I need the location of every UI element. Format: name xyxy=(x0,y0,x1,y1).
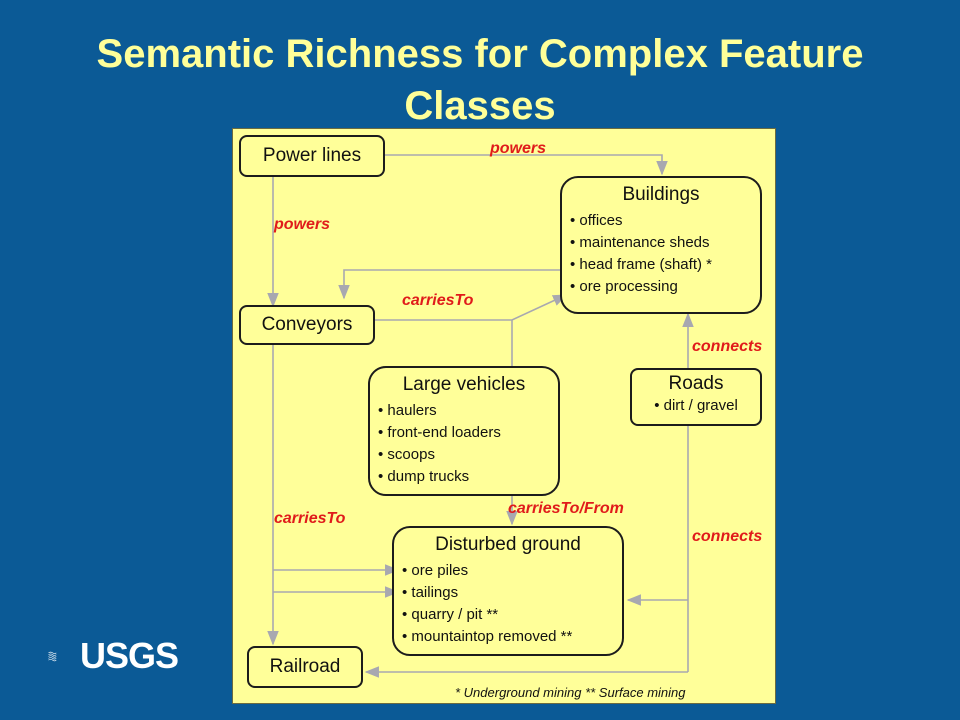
node-buildings-label: Buildings xyxy=(622,184,700,205)
list-item: ore piles xyxy=(402,560,622,582)
node-disturbed-ground-label: Disturbed ground xyxy=(435,534,581,555)
edge-label-powers-top: powers xyxy=(490,140,547,157)
list-item: dirt / gravel xyxy=(632,395,760,417)
edge-label-carries-to-mid: carriesTo xyxy=(402,292,474,309)
list-item: mountaintop removed ** xyxy=(402,626,622,648)
node-large-vehicles: Large vehicles haulers front-end loaders… xyxy=(368,366,560,496)
node-disturbed-ground-list: ore piles tailings quarry / pit ** mount… xyxy=(394,560,622,648)
edge-label-carries-to-left: carriesTo xyxy=(274,510,346,527)
node-power-lines: Power lines xyxy=(239,135,385,177)
node-railroad-label: Railroad xyxy=(269,656,341,677)
edge-label-connects-upper: connects xyxy=(692,338,763,355)
edge-label-carries-to-from: carriesTo/From xyxy=(508,500,624,517)
node-power-lines-label: Power lines xyxy=(262,145,362,166)
list-item: quarry / pit ** xyxy=(402,604,622,626)
slide-title: Semantic Richness for Complex Feature Cl… xyxy=(96,32,864,128)
list-item: dump trucks xyxy=(378,466,558,488)
node-roads-label: Roads xyxy=(668,373,724,394)
list-item: head frame (shaft) * xyxy=(570,254,760,276)
list-item: scoops xyxy=(378,444,558,466)
edge-label-connects-lower: connects xyxy=(692,528,763,545)
node-conveyors-label: Conveyors xyxy=(261,314,353,335)
list-item: tailings xyxy=(402,582,622,604)
list-item: ore processing xyxy=(570,276,760,298)
list-item: front-end loaders xyxy=(378,422,558,444)
node-railroad: Railroad xyxy=(247,646,363,688)
node-conveyors: Conveyors xyxy=(239,305,375,345)
node-roads-list: dirt / gravel xyxy=(632,395,760,417)
node-large-vehicles-list: haulers front-end loaders scoops dump tr… xyxy=(370,400,558,488)
list-item: offices xyxy=(570,210,760,232)
usgs-wave-icon xyxy=(48,651,57,662)
edge-label-powers-left: powers xyxy=(274,216,331,233)
usgs-logo-text: USGS xyxy=(80,635,179,676)
node-buildings: Buildings offices maintenance sheds head… xyxy=(560,176,762,314)
list-item: haulers xyxy=(378,400,558,422)
node-large-vehicles-label: Large vehicles xyxy=(402,374,526,395)
list-item: maintenance sheds xyxy=(570,232,760,254)
node-roads: Roads dirt / gravel xyxy=(630,368,762,426)
node-disturbed-ground: Disturbed ground ore piles tailings quar… xyxy=(392,526,624,656)
footnote: * Underground mining ** Surface mining xyxy=(455,685,686,700)
node-buildings-list: offices maintenance sheds head frame (sh… xyxy=(562,210,760,298)
